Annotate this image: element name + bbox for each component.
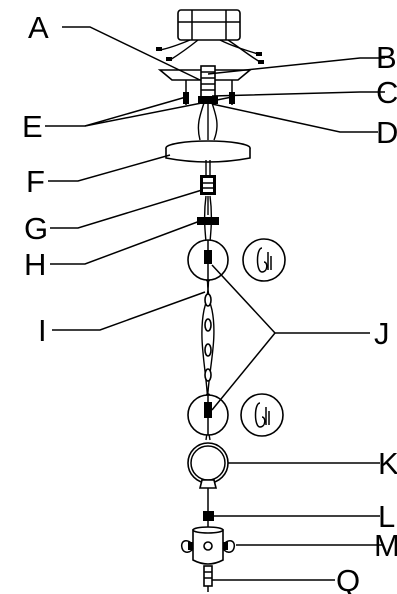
leader-g xyxy=(50,189,203,229)
leader-e2 xyxy=(84,96,233,127)
leader-e xyxy=(45,96,187,127)
callout-a: A xyxy=(28,10,49,45)
callout-h: H xyxy=(24,247,46,282)
callout-l: L xyxy=(378,499,395,534)
leader-j2 xyxy=(211,332,276,411)
house-wires xyxy=(156,39,264,64)
hook-inset-lower xyxy=(240,393,284,437)
callout-m: M xyxy=(374,528,397,563)
s-hook-lower xyxy=(187,394,229,436)
leader-h xyxy=(50,220,201,265)
leader-f xyxy=(48,154,171,182)
collar-ring xyxy=(197,217,219,225)
leader-lines xyxy=(45,26,385,581)
callout-j: J xyxy=(374,316,390,351)
canopy xyxy=(165,140,251,163)
leader-a xyxy=(62,26,201,81)
callout-q: Q xyxy=(336,563,360,594)
callout-k: K xyxy=(378,446,397,481)
hook-inset-upper xyxy=(242,238,286,282)
callout-e: E xyxy=(22,109,43,144)
callout-d: D xyxy=(376,115,397,150)
callout-i: I xyxy=(38,313,47,348)
fixture-body xyxy=(180,526,236,565)
cord-grip xyxy=(200,175,216,195)
s-hook-upper xyxy=(187,239,229,281)
callout-f: F xyxy=(26,164,45,199)
leader-d xyxy=(211,103,378,133)
top-loop xyxy=(187,442,229,512)
leader-c xyxy=(211,91,385,97)
callout-c: C xyxy=(376,75,397,110)
leader-b xyxy=(207,57,385,75)
callout-b: B xyxy=(376,40,397,75)
canopy-cord xyxy=(205,160,211,176)
leader-j xyxy=(211,264,370,334)
finial xyxy=(203,565,213,592)
callout-g: G xyxy=(24,211,48,246)
junction-box xyxy=(177,9,241,41)
leader-i xyxy=(52,291,206,331)
